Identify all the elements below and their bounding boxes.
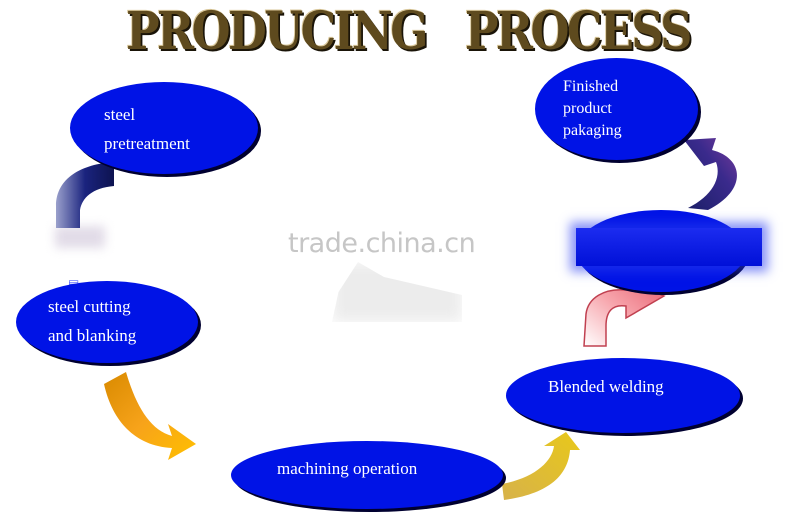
arrow-pink	[583, 278, 666, 347]
watermark-text: trade.china.cn	[288, 228, 476, 259]
step-label: steel cutting and blanking	[48, 297, 137, 345]
step-steel-pretreatment: steel pretreatment	[70, 82, 258, 174]
step-label: Finished product pakaging	[563, 78, 622, 139]
redaction-bar	[576, 228, 762, 266]
arrow-orange	[104, 372, 196, 460]
arrow-navy	[56, 162, 114, 228]
step-machining-operation: machining operation	[231, 441, 503, 509]
step-finished-product-packaging: Finished product pakaging	[535, 58, 698, 160]
step-label: steel pretreatment	[104, 105, 190, 153]
arrow-purple	[684, 138, 737, 210]
step-steel-cutting-blanking: steel cutting and blanking	[16, 281, 198, 363]
step-label: Blended welding	[548, 377, 664, 396]
step-label: machining operation	[277, 459, 418, 478]
diagram-title: PRODUCING PROCESS	[126, 1, 692, 62]
blurred-smudge	[55, 226, 105, 248]
arrow-yellow	[502, 432, 580, 500]
step-blended-welding: Blended welding	[506, 358, 740, 433]
